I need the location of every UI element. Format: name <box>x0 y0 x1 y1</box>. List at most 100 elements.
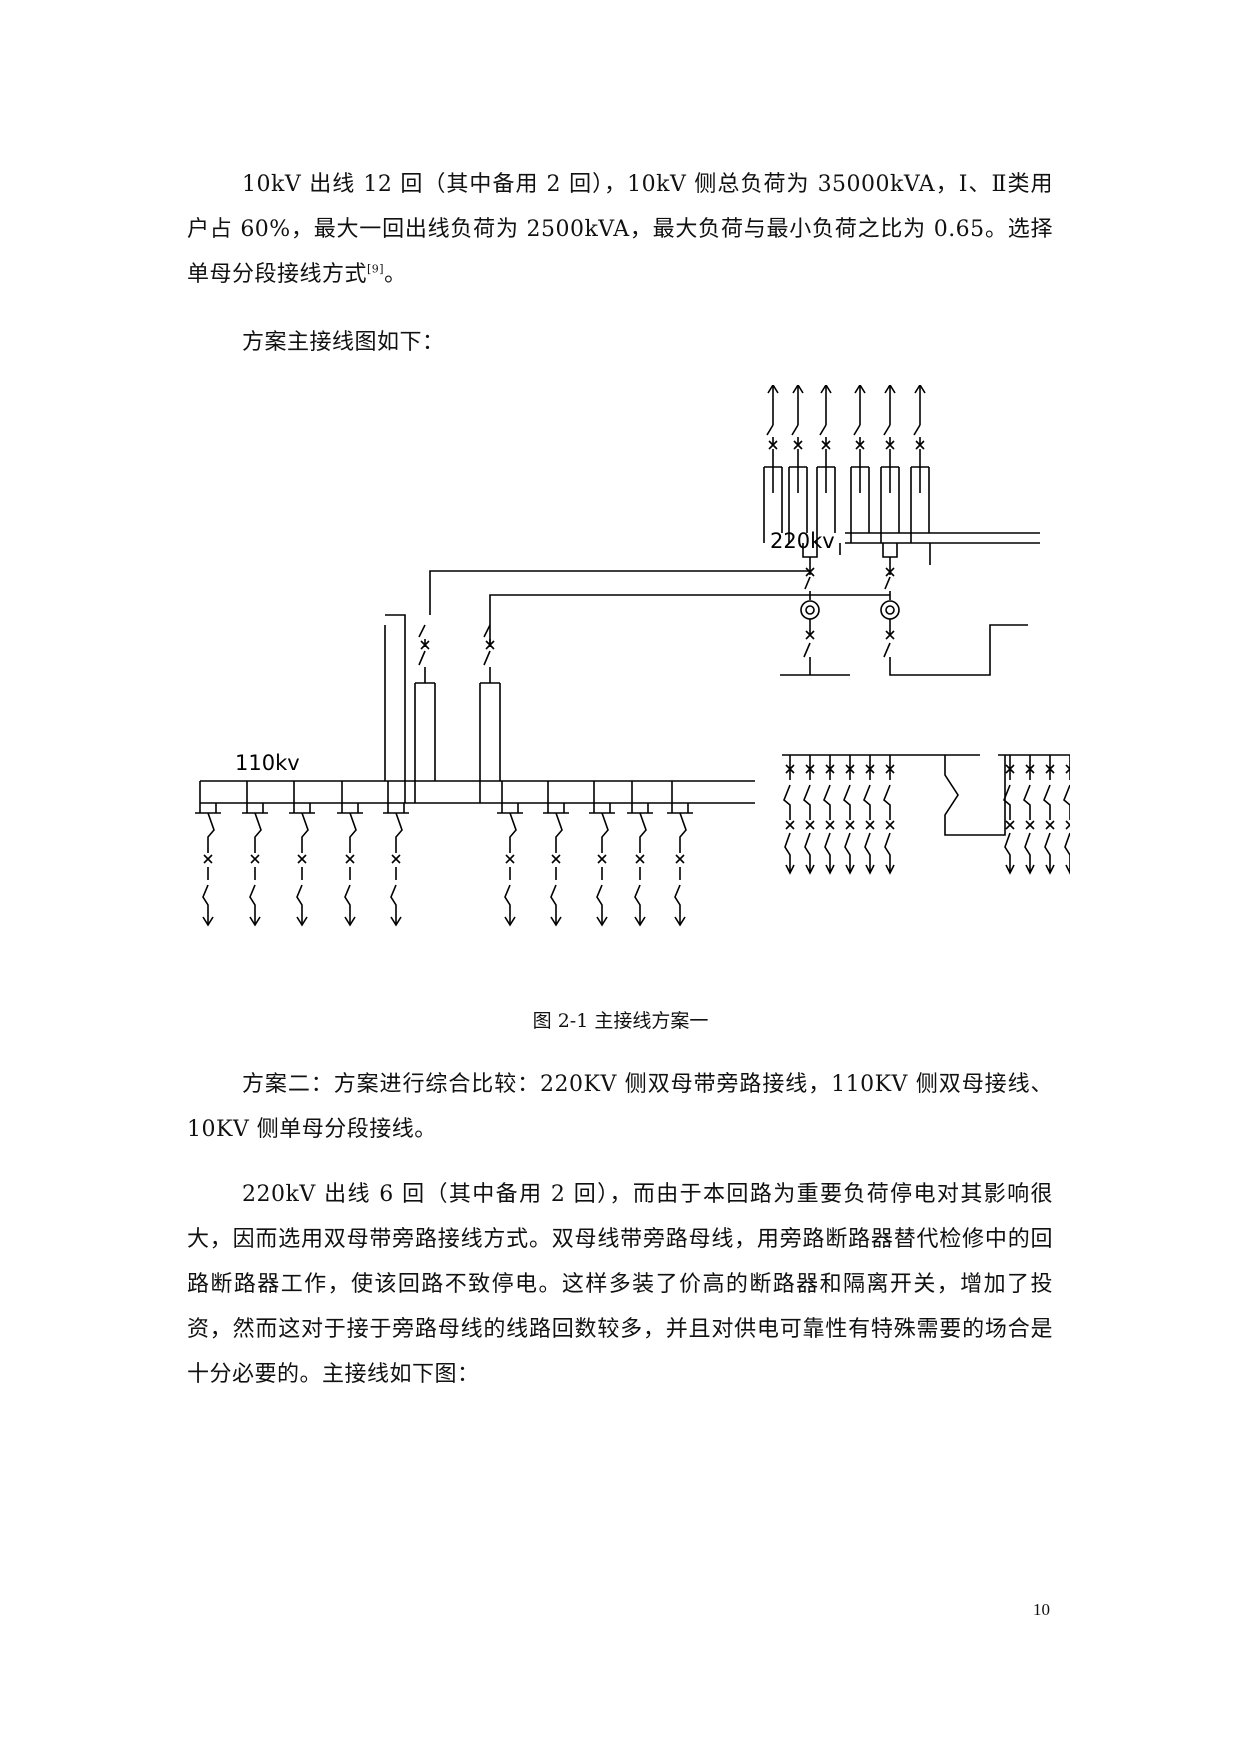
disconnector-icon <box>913 424 921 445</box>
arrow-down-icon <box>596 916 608 927</box>
feeder-10kv <box>883 755 895 875</box>
disconnector-icon <box>1003 784 1011 820</box>
bus-220kv: 220kv <box>770 529 1040 553</box>
breaker-x-icon <box>865 764 875 774</box>
breaker-x-icon <box>825 820 835 830</box>
arrow-down-icon <box>1065 864 1070 875</box>
paragraph-scheme-two: 方案二：方案进行综合比较：220KV 侧双母带旁路接线，110KV 侧双母接线、… <box>187 1072 1053 1142</box>
transformer-links <box>384 543 1028 803</box>
bus-tap <box>788 481 808 543</box>
disconnector-icon <box>555 812 563 853</box>
bus-tap <box>501 781 519 813</box>
feeder-110kv <box>337 781 363 927</box>
disconnector-icon <box>509 812 517 853</box>
incoming-110kv <box>414 624 436 803</box>
feeder-110kv <box>497 781 523 927</box>
breaker-x-icon <box>885 630 895 640</box>
disconnector-icon <box>853 424 861 445</box>
arrow-down-icon <box>1045 864 1055 875</box>
arrow-down-icon <box>1025 864 1035 875</box>
disconnector-icon <box>254 812 262 853</box>
arrow-up-icon <box>914 385 926 394</box>
paragraph-loads-text: 10kV 出线 12 回（其中备用 2 回），10kV 侧总负荷为 35000k… <box>187 172 1053 287</box>
breaker-box-icon <box>479 682 501 803</box>
disconnector-icon <box>791 424 799 445</box>
arrow-down-icon <box>865 864 875 875</box>
disconnector-icon <box>202 867 209 925</box>
arrow-up-icon <box>767 385 779 394</box>
arrow-down-icon <box>885 864 895 875</box>
disconnector-icon <box>883 424 891 445</box>
breaker-x-icon <box>551 854 561 864</box>
transformer-bay <box>780 543 850 676</box>
disconnector-icon <box>783 784 791 820</box>
feeder-110kv <box>289 781 315 927</box>
feeder-220kv <box>763 385 783 543</box>
breaker-x-icon <box>785 764 795 774</box>
main-wiring-diagram: 220kv 110kv 10kv <box>195 385 1070 927</box>
disconnector-icon <box>884 832 891 873</box>
arrow-down-icon <box>550 916 562 927</box>
disconnector-icon <box>634 867 641 925</box>
bus-tap <box>763 481 783 543</box>
bus-10kv: 10kv <box>782 754 1070 756</box>
disconnector-icon <box>884 576 891 600</box>
incoming-110kv <box>479 624 501 803</box>
disconnector-icon <box>823 784 831 820</box>
arrow-down-icon <box>825 864 835 875</box>
breaker-x-icon <box>675 854 685 864</box>
sectionalizer <box>944 755 1006 836</box>
arrow-up-icon <box>854 385 866 394</box>
breaker-box-icon <box>882 543 898 558</box>
bus-coupler <box>384 614 406 803</box>
breaker-x-icon <box>505 854 515 864</box>
breaker-x-icon <box>845 764 855 774</box>
feeder-10kv <box>1043 755 1055 875</box>
feeder-110kv <box>383 781 409 927</box>
breaker-x-icon <box>391 854 401 864</box>
transformer-winding-icon <box>885 605 895 615</box>
transformer-link <box>489 594 890 645</box>
disconnector-icon <box>883 642 891 658</box>
feeder-110kv <box>543 781 569 927</box>
disconnector-icon <box>803 784 811 820</box>
feeder-10kv <box>863 755 875 875</box>
feeder-220kv <box>816 385 836 543</box>
disconnector-icon <box>864 832 871 873</box>
disconnector-icon <box>679 812 687 853</box>
disconnector-icon <box>1063 784 1070 820</box>
arrow-up-icon <box>792 385 804 394</box>
disconnector-icon <box>296 867 303 925</box>
breaker-x-icon <box>885 764 895 774</box>
feeder-10kv <box>803 755 815 875</box>
bus-tap <box>593 781 611 813</box>
breaker-x-icon <box>1065 820 1070 830</box>
disconnector-icon <box>344 867 351 925</box>
disconnector-icon <box>824 832 831 873</box>
bus-tap <box>199 781 217 813</box>
breaker-x-icon <box>821 440 831 450</box>
breaker-x-icon <box>250 854 260 864</box>
disconnector-icon <box>390 867 397 925</box>
disconnector-icon <box>418 650 426 683</box>
breaker-x-icon <box>1005 764 1015 774</box>
transformer-bay <box>880 543 1028 676</box>
feeder-110kv <box>667 781 693 927</box>
breaker-x-icon <box>855 440 865 450</box>
feeders-110kv <box>195 781 693 927</box>
disconnector-icon <box>844 832 851 873</box>
bus-tap <box>246 781 264 813</box>
feeder-220kv <box>880 385 900 543</box>
transformer-icon <box>800 600 820 620</box>
feeder-10kv <box>1063 755 1070 875</box>
disconnector-icon <box>207 812 215 853</box>
disconnector-icon <box>804 576 811 600</box>
breaker-x-icon <box>1025 764 1035 774</box>
disconnector-icon <box>550 867 557 925</box>
breaker-x-icon <box>297 854 307 864</box>
arrow-down-icon <box>296 916 308 927</box>
disconnector-icon <box>249 867 256 925</box>
disconnector-icon <box>601 812 609 853</box>
feeder-220kv <box>788 385 808 543</box>
arrow-up-icon <box>884 385 896 394</box>
